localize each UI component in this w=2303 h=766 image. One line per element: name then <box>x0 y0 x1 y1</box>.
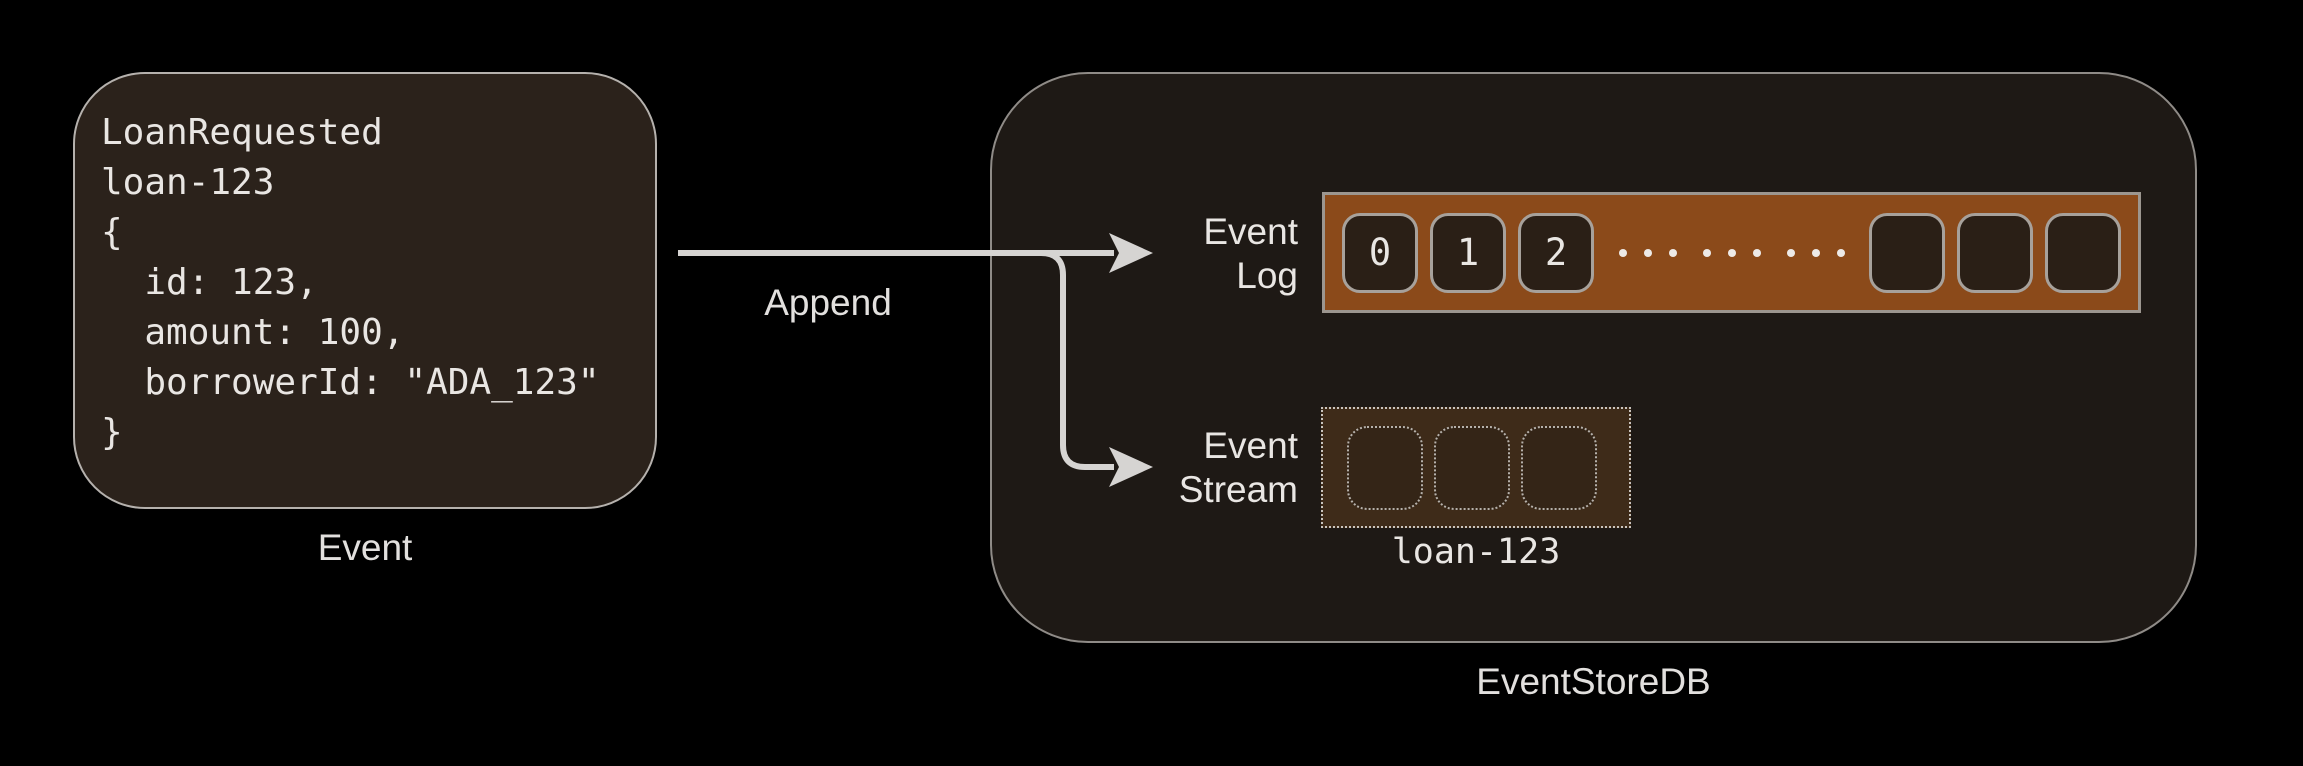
log-cell-empty <box>2045 212 2121 293</box>
ellipsis-group <box>1702 248 1761 257</box>
stream-cell-empty <box>1347 425 1423 510</box>
log-cell-empty <box>1957 212 2033 293</box>
ellipsis-dot <box>1786 248 1795 257</box>
event-card-caption: Event <box>317 527 413 568</box>
eventstoredb-container <box>990 72 2197 643</box>
stream-cell-empty <box>1521 425 1597 510</box>
event-log-bar: 0 1 2 <box>1322 192 2141 313</box>
ellipsis-dot <box>1752 248 1761 257</box>
ellipsis-dot <box>1668 248 1677 257</box>
ellipsis-dot <box>1618 248 1627 257</box>
event-stream-label: Event Stream <box>998 424 1298 512</box>
code-line-brace-open: { <box>101 212 123 253</box>
code-line-stream-id: loan-123 <box>101 162 275 203</box>
event-stream-box <box>1321 407 1631 528</box>
ellipsis-dot <box>1727 248 1736 257</box>
stream-cell-empty <box>1434 425 1510 510</box>
code-line-brace-close: } <box>101 412 123 453</box>
ellipsis-dot <box>1836 248 1845 257</box>
code-line-id: id: 123, <box>101 262 318 303</box>
event-log-label-line1: Event <box>1203 211 1298 252</box>
code-line-amount: amount: 100, <box>101 312 405 353</box>
append-arrow-label: Append <box>764 282 892 323</box>
eventstoredb-caption: EventStoreDB <box>1476 661 1711 702</box>
event-log-label: Event Log <box>998 210 1298 298</box>
event-stream-label-line2: Stream <box>1178 469 1298 510</box>
event-log-label-line2: Log <box>1236 255 1298 296</box>
event-card: LoanRequested loan-123 { id: 123, amount… <box>73 72 657 509</box>
log-ellipsis <box>1606 248 1857 257</box>
ellipsis-group <box>1786 248 1845 257</box>
log-cell-1: 1 <box>1430 212 1506 293</box>
code-line-event-type: LoanRequested <box>101 112 383 153</box>
log-cell-2: 2 <box>1518 212 1594 293</box>
stream-name-label: loan-123 <box>1391 532 1561 572</box>
ellipsis-dot <box>1702 248 1711 257</box>
event-stream-label-line1: Event <box>1203 425 1298 466</box>
ellipsis-dot <box>1643 248 1652 257</box>
log-cell-0: 0 <box>1342 212 1418 293</box>
code-line-borrower-id: borrowerId: "ADA_123" <box>101 362 600 403</box>
ellipsis-dot <box>1811 248 1820 257</box>
log-cell-empty <box>1869 212 1945 293</box>
ellipsis-group <box>1618 248 1677 257</box>
